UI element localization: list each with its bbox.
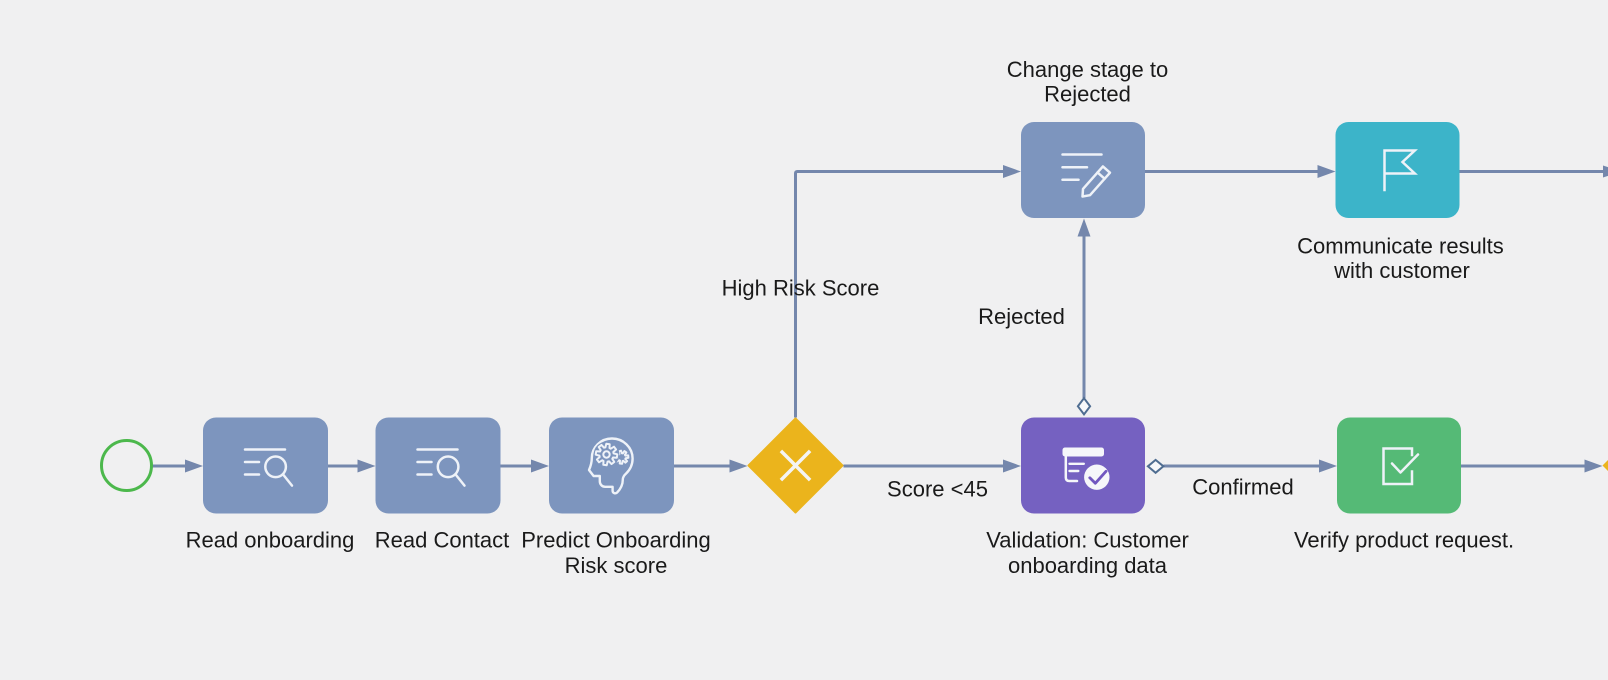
svg-text:Read Contact: Read Contact	[375, 528, 510, 553]
svg-text:High Risk Score: High Risk Score	[722, 276, 880, 301]
svg-text:onboarding data: onboarding data	[1008, 553, 1168, 578]
svg-text:Predict Onboarding: Predict Onboarding	[521, 528, 711, 553]
svg-text:Change stage to: Change stage to	[1007, 57, 1168, 82]
svg-text:Rejected: Rejected	[1044, 82, 1131, 107]
svg-text:Confirmed: Confirmed	[1192, 475, 1293, 500]
svg-text:Verify product request.: Verify product request.	[1294, 528, 1514, 553]
svg-text:Risk score: Risk score	[565, 553, 668, 578]
svg-text:Rejected: Rejected	[978, 304, 1065, 329]
svg-text:Communicate results: Communicate results	[1297, 234, 1504, 259]
svg-text:with customer: with customer	[1333, 258, 1470, 283]
svg-text:Validation: Customer: Validation: Customer	[986, 528, 1189, 553]
svg-text:Score <45: Score <45	[887, 477, 988, 502]
svg-text:Read onboarding: Read onboarding	[186, 528, 355, 553]
